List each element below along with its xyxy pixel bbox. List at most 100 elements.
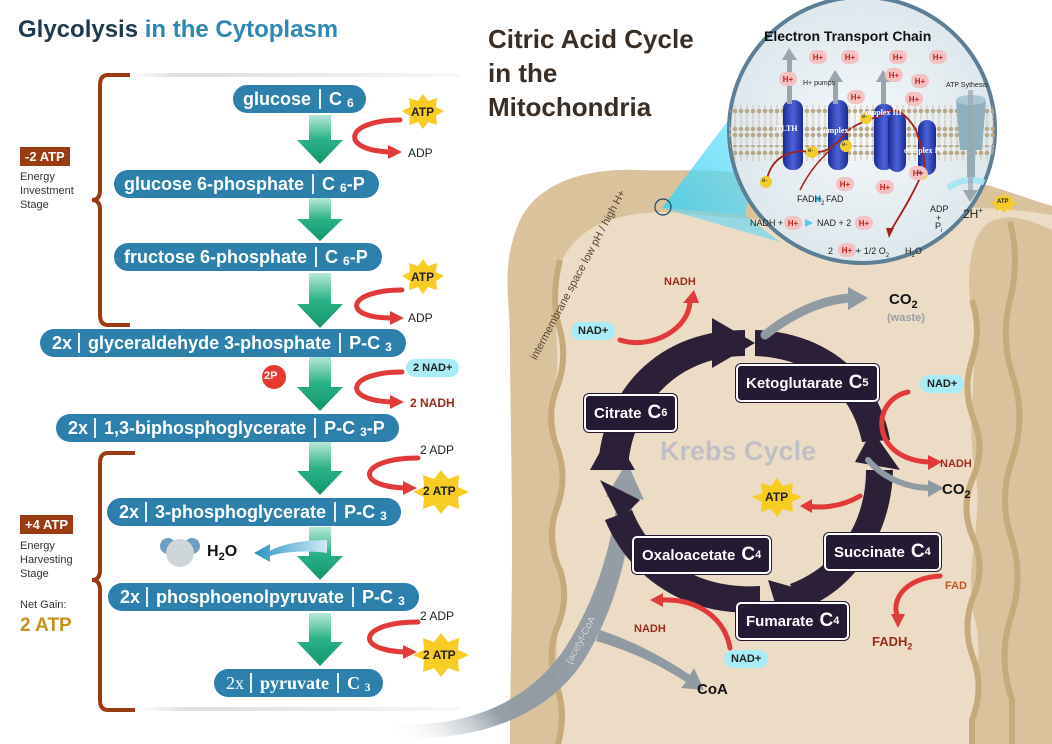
plus-label: + [936,213,942,223]
mito-title-line: Mitochondria [488,92,652,122]
adp-label: ADP [408,146,433,160]
compound-name: Oxaloacetate [642,546,736,564]
pi-label: Pi [935,221,942,234]
complex-iii-label: complex III [862,108,902,117]
compound-name: Fumarate [746,612,814,630]
phosphate-circle [262,365,286,389]
step-formula-tail: -P [346,173,365,194]
fadh2-label: FADH2 [872,634,912,652]
nadh-label: 2 NADH [410,396,455,410]
biphosphoglycerate-pill: 2x 1,3-biphosphoglycerate P-C 3-P [56,414,399,442]
co2-sub: 2 [911,299,918,311]
krebs-cycle-label: Krebs Cycle [660,436,817,466]
step-name: glyceraldehyde 3-phosphate [88,332,332,353]
phosphoenolpyruvate-pill: 2x phosphoenolpyruvate P-C 3 [108,583,419,611]
compound-name: Citrate [594,404,642,422]
step-formula-tail: -P [349,246,368,267]
nadh-label: NADH [664,276,696,288]
compound-carbon-count: 6 [661,407,668,419]
coa-label: CoA [697,681,728,698]
o2-equation-left: 2 [828,246,834,256]
step-formula: P-C [349,332,381,353]
proton: H+ [779,72,797,86]
compound-carbon-count: 4 [833,615,840,627]
electron-label: e- [842,142,848,148]
step-formula: C [329,88,343,109]
investment-bracket [91,73,130,327]
glucose-pill: glucose C 6 [233,85,366,113]
proton: H+ [847,90,865,104]
mito-title-line: in the [488,58,558,88]
step-name: 1,3-biphosphoglycerate [104,417,307,438]
electron-label: e- [918,170,924,176]
adp-label: ADP [930,204,949,214]
harvesting-line: Harvesting [20,554,73,566]
compound-carbon: C [647,402,662,423]
3-phosphoglycerate-pill: 2x 3-phosphoglycerate P-C 3 [107,498,401,526]
step-prefix: 2x [119,501,140,522]
compound-name: Ketoglutarate [746,374,843,392]
glyceraldehyde-3-phosphate-pill: 2x glyceraldehyde 3-phosphate P-C 3 [40,329,406,357]
compound-carbon: C [910,541,925,562]
atp-label: 2 ATP [423,484,456,498]
proton: H+ [905,92,923,106]
harvesting-description: Energy Harvesting Stage [20,539,73,581]
fadh-sub: 2 [907,641,913,652]
atp-label: ATP [411,105,435,119]
glycolysis-title-main: Glycolysis [18,16,139,43]
two-h-text: 2H [963,207,979,221]
glycolysis-title: Glycolysis in the Cytoplasm [18,16,338,44]
nad-plus-label: NAD+ [571,322,616,340]
step-prefix: 2x [226,672,244,693]
step-formula-sub: 3 [385,340,392,354]
water-arrow [254,540,327,562]
proton: H+ [889,50,907,64]
o2-sub: 2 [885,252,890,259]
water-o: O [224,543,238,560]
step-formula-sub: 6 [340,181,347,195]
investment-line: Energy [20,171,55,183]
step-prefix: 2x [120,586,141,607]
compound-name: Succinate [834,543,905,561]
investment-tag: -2 ATP [20,147,70,166]
phosphate-label: 2P [264,370,278,382]
harvesting-bracket [91,451,135,712]
atp-label: ATP [997,199,1009,205]
step-prefix: 2x [52,332,73,353]
compound-carbon-count: 5 [862,377,869,389]
atp-label: 2 ATP [423,648,456,662]
investment-line: Investment [20,185,74,197]
etc-title: Electron Transport Chain [764,28,932,44]
compound-carbon: C [848,372,863,393]
water-molecule-icon [160,538,200,567]
step-formula: P-C [324,417,356,438]
zoom-source-circle [654,198,672,216]
step-prefix: 2x [68,417,89,438]
investment-line: Stage [20,199,49,211]
h-pumps-label: H+ pumps [803,80,836,87]
proton: H+ [838,243,856,257]
adp-label: 2 ADP [420,443,455,457]
waste-label: (waste) [887,312,925,324]
coa-arrow [596,630,704,690]
electron-label: e- [862,114,868,120]
nad-equation: NAD + 2 [817,218,852,228]
co2-text: CO [889,291,912,308]
electron-label: e- [808,148,814,154]
step-formula: P-C [362,586,394,607]
nad-plus-label: NAD+ [724,650,769,668]
water-equation: H2O [905,246,922,259]
step-formula: P-C [344,501,376,522]
water-label: H2O [207,543,237,563]
fadh-sub: 2 [821,200,825,207]
two-h-label: 2H+ [963,206,983,221]
proton: H+ [855,216,873,230]
proton: H+ [909,166,927,180]
compound-carbon-count: 4 [924,546,931,558]
pyruvate-pill: 2x pyruvate C 3 [214,669,383,697]
pi-sub: i [941,227,943,234]
nadh-equation: NADH + [750,218,784,228]
